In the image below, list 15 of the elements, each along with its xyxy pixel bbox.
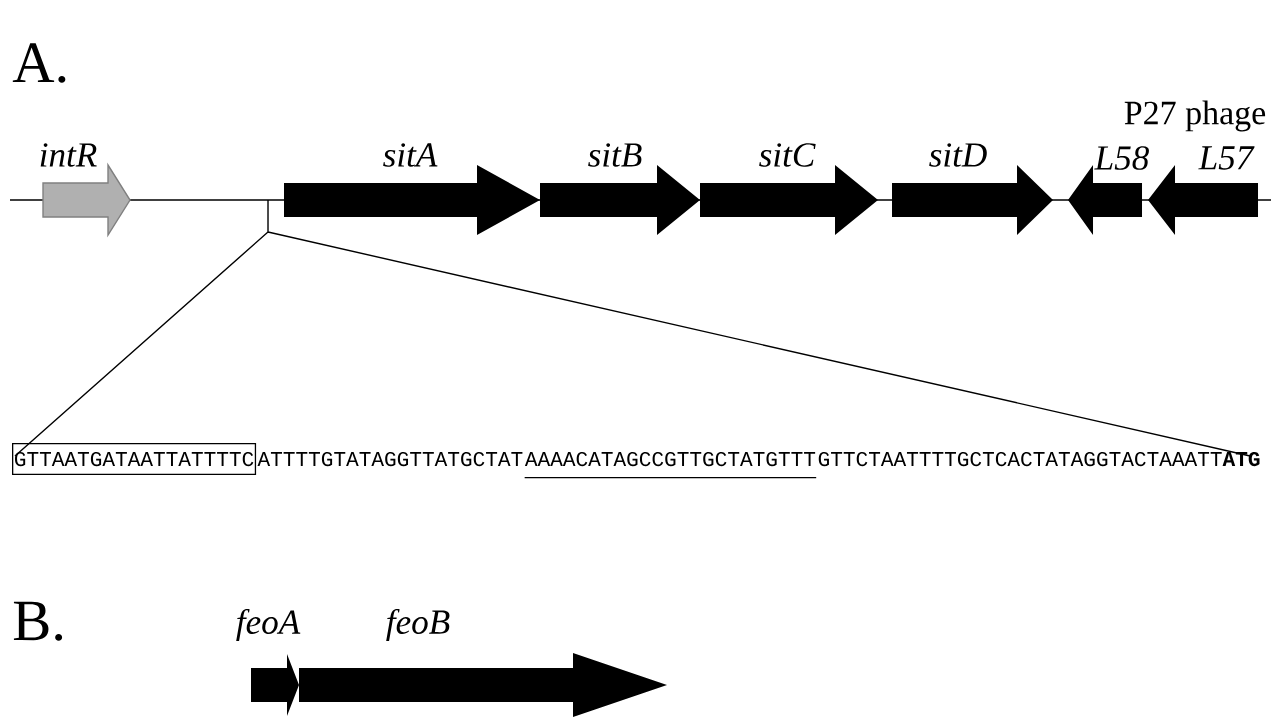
panel-label: A. [12, 43, 66, 83]
gene-label: sitD [929, 143, 987, 167]
sequence-text: AAAACATAGCCGTTGCTATGTTT [524, 451, 816, 467]
gene-label: sitA [383, 143, 438, 167]
group-label: P27 phage [1124, 100, 1266, 132]
gene-label: L57 [1198, 146, 1255, 170]
gene-label: intR [40, 143, 97, 167]
gene-label: feoA [236, 608, 301, 642]
gene-label: feoB [386, 608, 450, 642]
panel-label: B. [13, 601, 63, 641]
gene-label: sitB [588, 143, 642, 167]
sequence-text: GTTCTAATTTTGCTCACTATAGGTACTAAATTATG [818, 451, 1260, 467]
boxed-sequence: GTTAATGATAATTATTTTC [12, 443, 257, 476]
gene-label: sitC [759, 143, 816, 167]
gene-label: L58 [1094, 146, 1149, 170]
